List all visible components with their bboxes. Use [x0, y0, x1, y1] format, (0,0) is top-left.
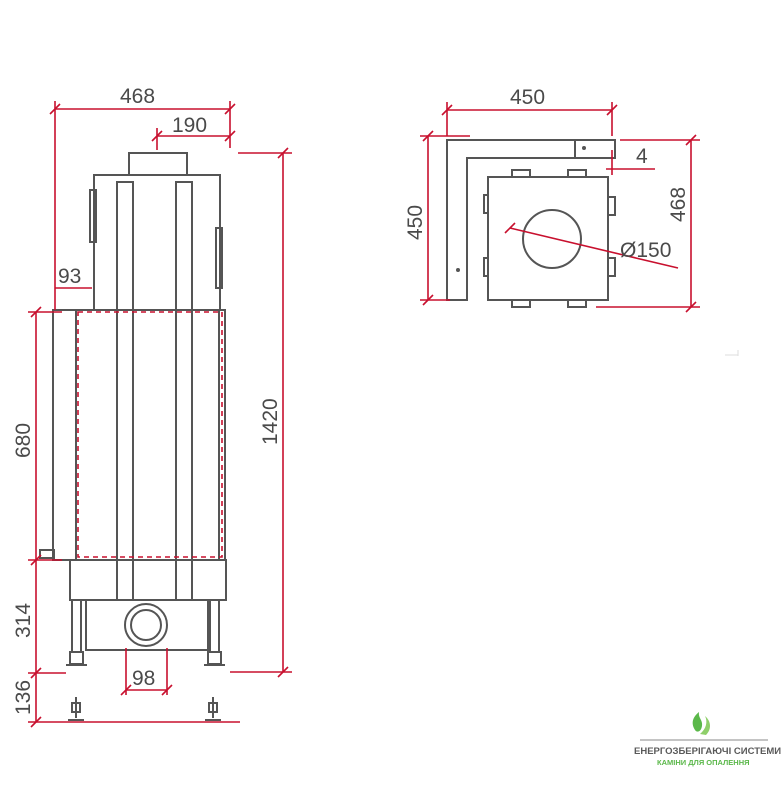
logo-name: ЕНЕРГОЗБЕРІГАЮЧІ СИСТЕМИ [634, 746, 781, 757]
dim-top-depth: 450 [404, 205, 427, 240]
dim-flue-offset: 190 [172, 114, 207, 137]
front-view [39, 152, 227, 721]
dim-top-width: 450 [510, 86, 545, 109]
dim-side-offset: 93 [58, 265, 81, 288]
dim-total-height: 1420 [259, 398, 282, 445]
flame-icon [692, 712, 711, 735]
dim-total-width: 468 [120, 85, 155, 108]
dim-top-depth-outer: 468 [667, 187, 690, 222]
dim-flue-diameter: Ø150 [620, 239, 671, 262]
dim-lower-height: 314 [12, 603, 35, 638]
logo: ЕНЕРГОЗБЕРІГАЮЧІ СИСТЕМИ КАМІНИ ДЛЯ ОПАЛ… [634, 712, 781, 767]
front-dimension-lines [28, 101, 292, 728]
dim-leg-height: 136 [12, 680, 35, 715]
dim-outlet-width: 98 [132, 667, 155, 690]
dim-gap: 4 [636, 145, 648, 168]
dim-door-height: 680 [12, 423, 35, 458]
top-view [420, 102, 739, 356]
logo-tagline: КАМІНИ ДЛЯ ОПАЛЕННЯ [657, 758, 750, 767]
